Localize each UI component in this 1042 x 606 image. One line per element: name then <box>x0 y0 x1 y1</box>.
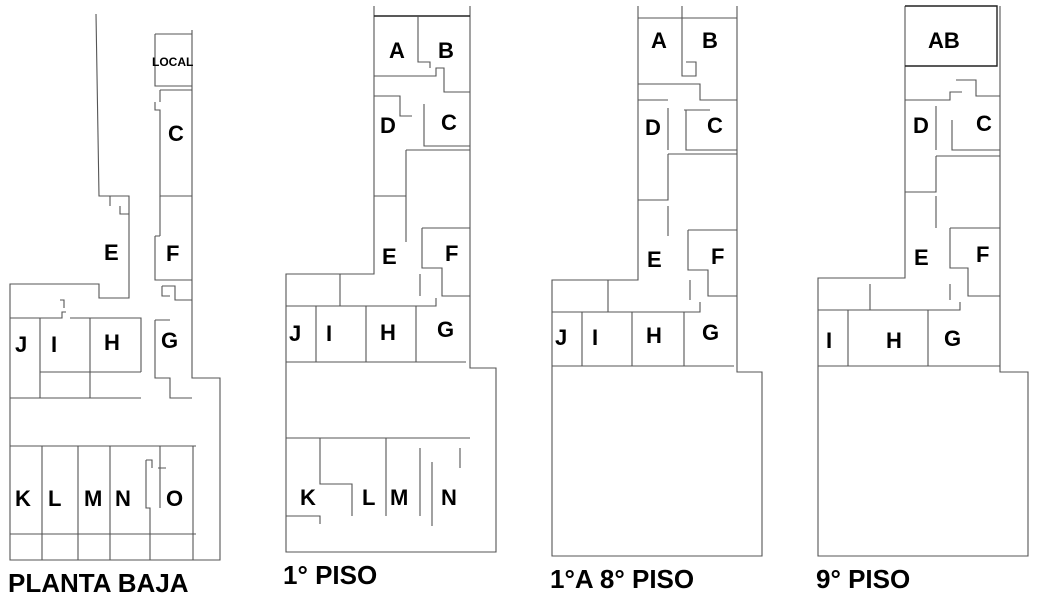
plan-title: 9° PISO <box>816 564 910 594</box>
unit-label: G <box>702 320 719 345</box>
unit-label: L <box>48 486 61 511</box>
unit-label: G <box>944 326 961 351</box>
unit-label: F <box>166 241 179 266</box>
plan-planta-baja: LOCAL C E F G J I H K L M N O PLANTA BAJ… <box>8 13 221 598</box>
unit-label: G <box>437 317 454 342</box>
plan-title: 1°A 8° PISO <box>550 564 694 594</box>
unit-label: J <box>15 332 27 357</box>
plan-title: PLANTA BAJA <box>8 568 189 598</box>
unit-label: H <box>380 320 396 345</box>
unit-label: I <box>326 321 332 346</box>
unit-label: L <box>362 485 375 510</box>
unit-label: H <box>104 330 120 355</box>
unit-label: C <box>707 113 723 138</box>
unit-label: F <box>976 242 989 267</box>
unit-label: F <box>711 244 724 269</box>
unit-label: K <box>300 485 316 510</box>
unit-label: M <box>390 485 408 510</box>
unit-label: J <box>289 321 301 346</box>
unit-label: AB <box>928 28 960 53</box>
unit-label: D <box>380 113 396 138</box>
unit-label: I <box>826 328 832 353</box>
unit-label: B <box>702 28 718 53</box>
unit-label: C <box>976 111 992 136</box>
unit-label: E <box>914 245 929 270</box>
plan-title: 1° PISO <box>283 560 377 590</box>
unit-label: A <box>651 28 667 53</box>
plan-1-piso: A B D C E F J I H G K L M N 1° PISO <box>283 6 497 590</box>
plan-1-a-8-piso: A B D C E F J I H G 1°A 8° PISO <box>550 6 763 594</box>
unit-label: M <box>84 486 102 511</box>
unit-label: D <box>645 115 661 140</box>
plan-9-piso: AB D C E F I H G 9° PISO <box>816 5 1029 594</box>
unit-label: H <box>646 323 662 348</box>
unit-label: H <box>886 328 902 353</box>
unit-label: F <box>445 241 458 266</box>
unit-label: E <box>382 244 397 269</box>
unit-label: O <box>166 486 183 511</box>
unit-label: N <box>115 486 131 511</box>
unit-label: E <box>647 247 662 272</box>
unit-label: G <box>161 328 178 353</box>
unit-label: J <box>555 325 567 350</box>
unit-label: E <box>104 240 119 265</box>
unit-label: C <box>168 121 184 146</box>
unit-label: B <box>438 38 454 63</box>
unit-label: N <box>441 485 457 510</box>
unit-label: K <box>15 486 31 511</box>
unit-label: C <box>441 110 457 135</box>
unit-label: I <box>51 332 57 357</box>
unit-label: A <box>389 38 405 63</box>
unit-label: D <box>913 113 929 138</box>
unit-label: LOCAL <box>152 55 193 69</box>
unit-label: I <box>592 325 598 350</box>
